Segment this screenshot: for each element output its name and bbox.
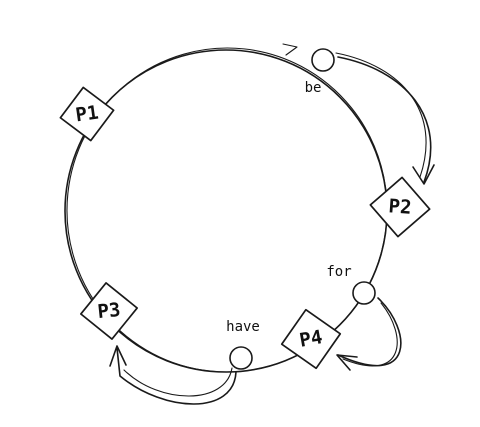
peer-p4-label: P4 <box>298 326 324 352</box>
key-be-label: be <box>305 80 322 96</box>
peer-p4: P4 <box>280 308 342 370</box>
key-for-node <box>352 281 376 305</box>
peer-p2-label: P2 <box>388 195 412 219</box>
arrow-for-to-p4 <box>336 297 402 371</box>
peer-p1-label: P1 <box>74 102 100 127</box>
arrow-be-to-p2 <box>335 52 435 185</box>
key-have-node <box>229 346 253 370</box>
key-for-label: for <box>326 264 351 280</box>
arrow-have-to-p3 <box>109 345 237 405</box>
ring-direction-tick <box>282 43 298 56</box>
peer-p3-label: P3 <box>96 299 121 323</box>
key-have-label: have <box>226 319 260 335</box>
peer-p2: P2 <box>369 176 431 238</box>
key-be-node <box>311 48 335 72</box>
peer-p3: P3 <box>80 282 138 340</box>
peer-p1: P1 <box>59 86 115 142</box>
